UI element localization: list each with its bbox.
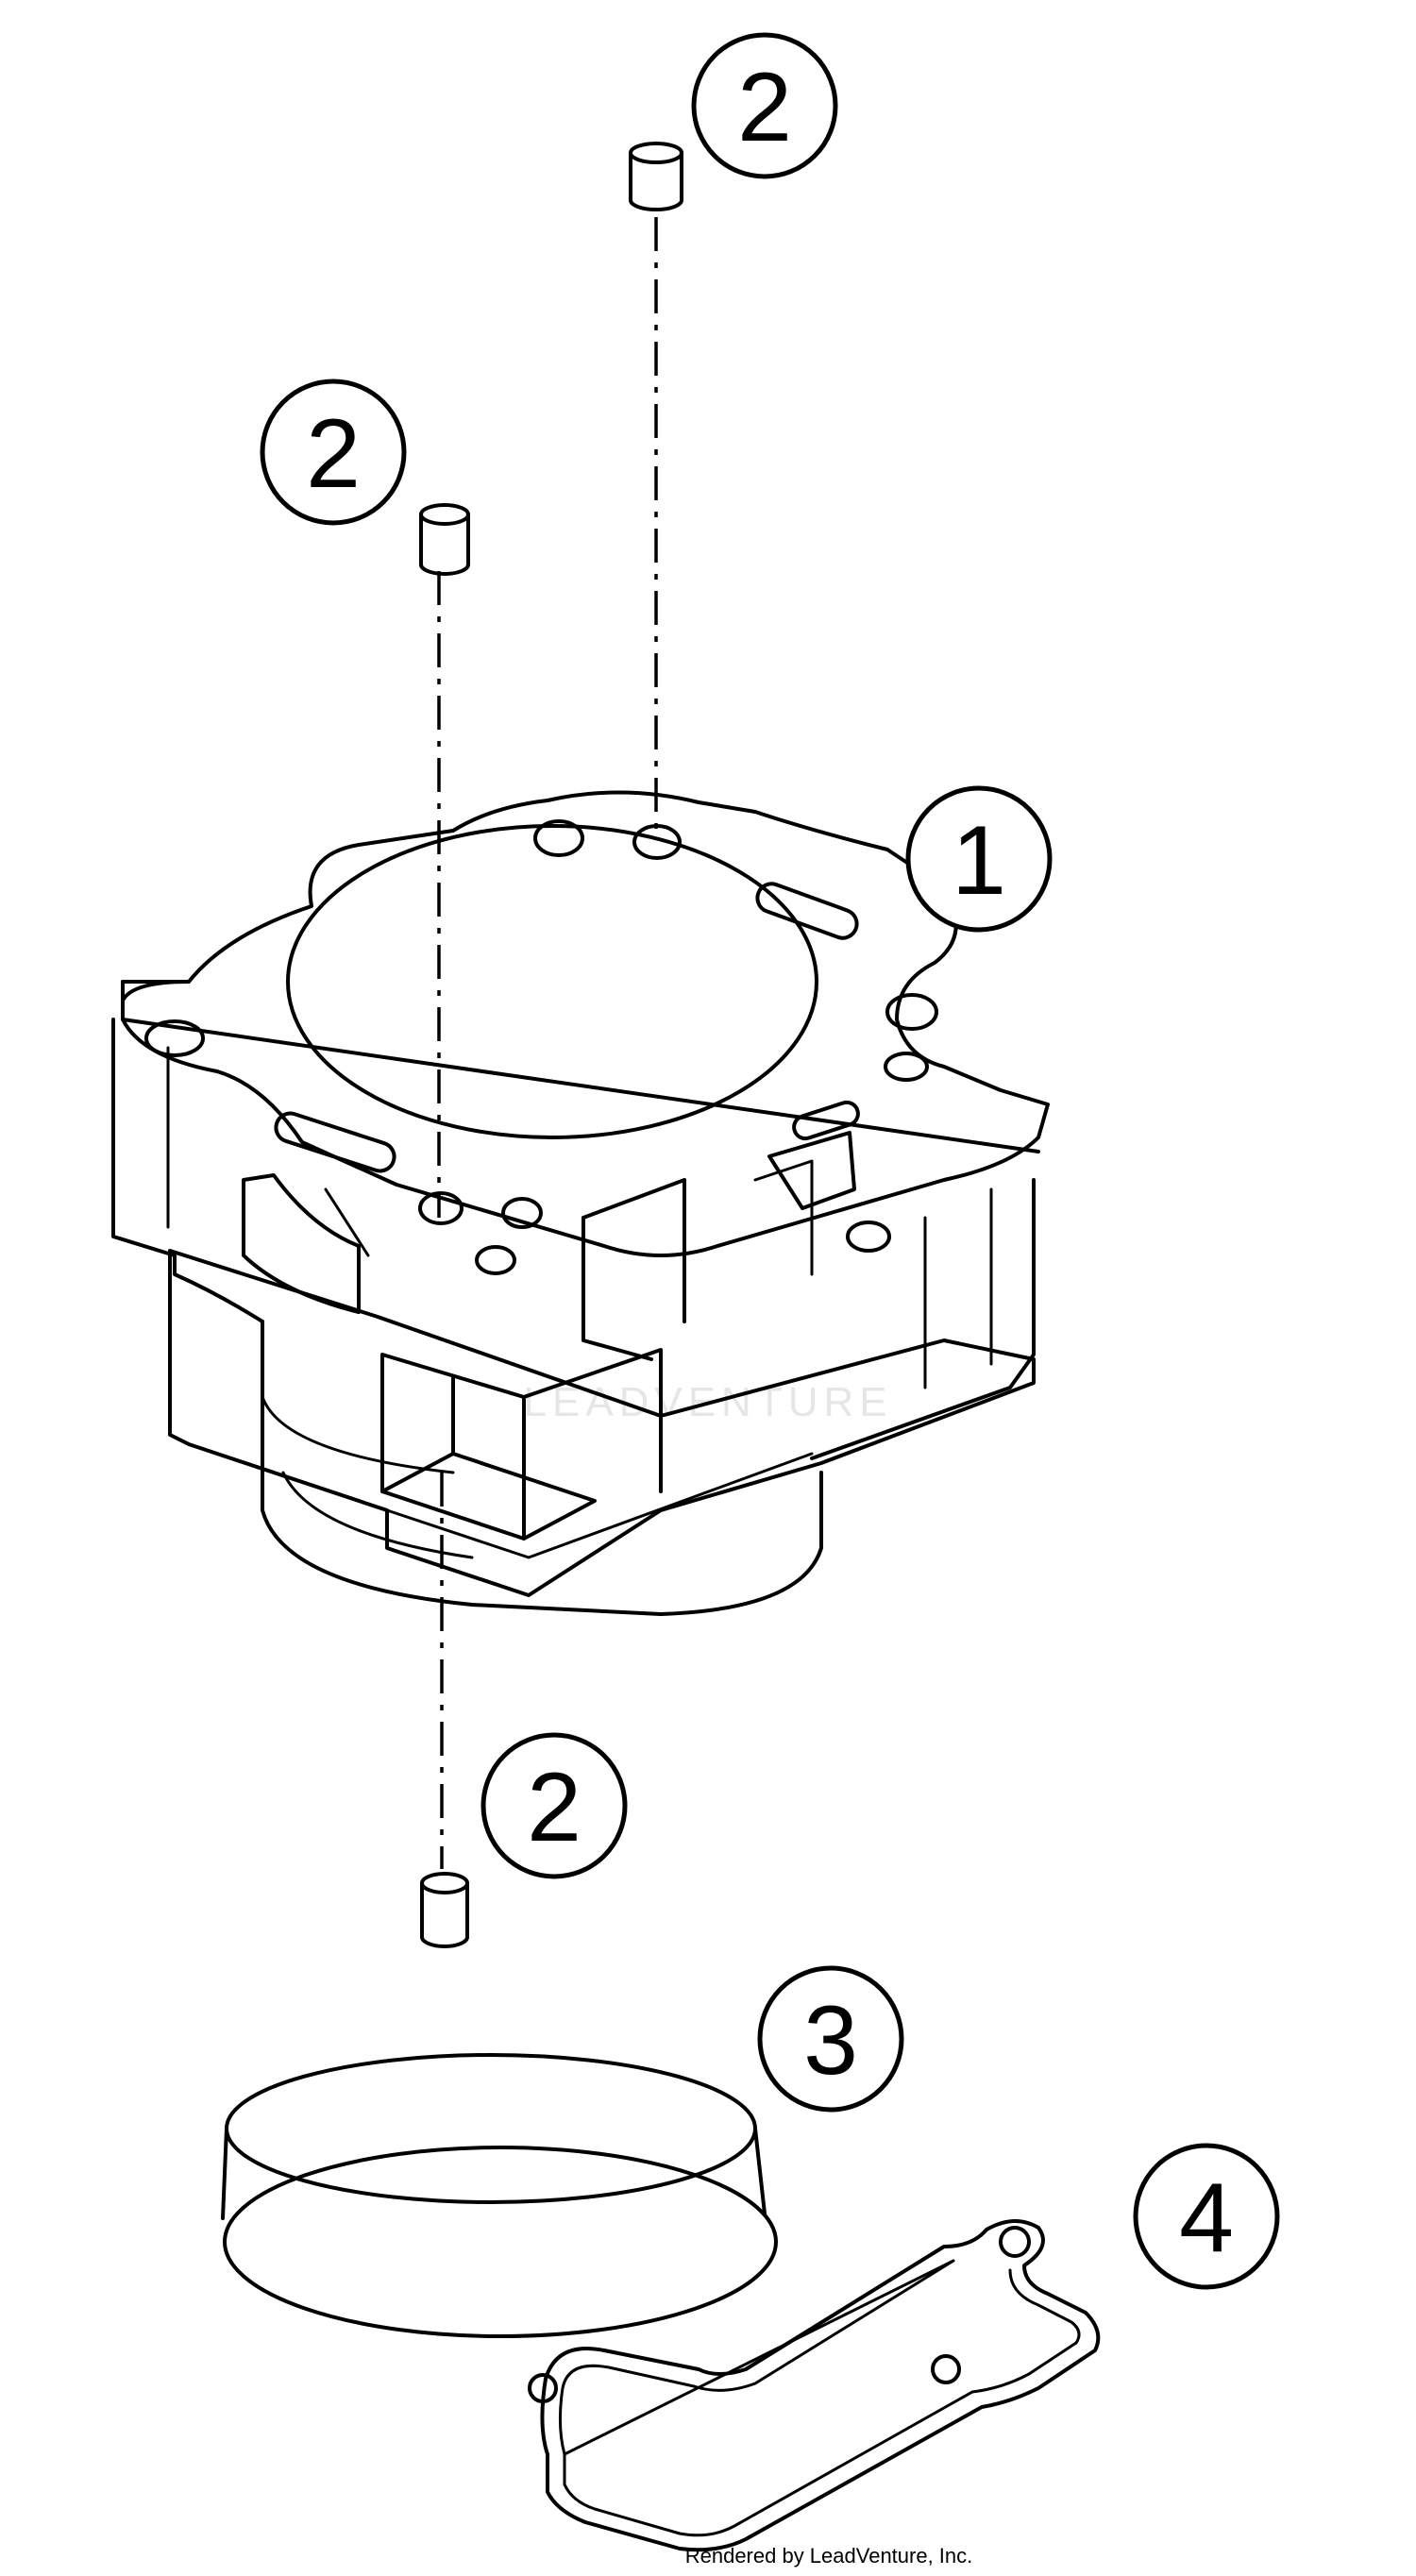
callout-4: 4 [1133,2143,1280,2290]
callout-2-middle: 2 [260,379,407,526]
o-ring[interactable] [221,2053,778,2338]
callout-1: 1 [905,785,1053,933]
svg-text:2: 2 [737,53,792,162]
callout-2-top: 2 [691,32,838,179]
cylinder[interactable] [111,790,1050,1616]
svg-text:3: 3 [803,1986,858,2096]
svg-text:4: 4 [1179,2164,1234,2273]
svg-text:1: 1 [952,806,1006,916]
gasket[interactable] [528,2219,1101,2552]
dowel-pin-middle[interactable] [419,503,470,576]
callout-3: 3 [757,1965,904,2113]
dowel-pin-top[interactable] [629,142,683,211]
dowel-pin-bottom[interactable] [420,1872,469,1948]
callout-2-bottom: 2 [480,1732,628,1879]
svg-text:2: 2 [306,399,361,509]
svg-text:2: 2 [527,1753,582,1862]
footer-credit: Rendered by LeadVenture, Inc. [685,2544,973,2568]
